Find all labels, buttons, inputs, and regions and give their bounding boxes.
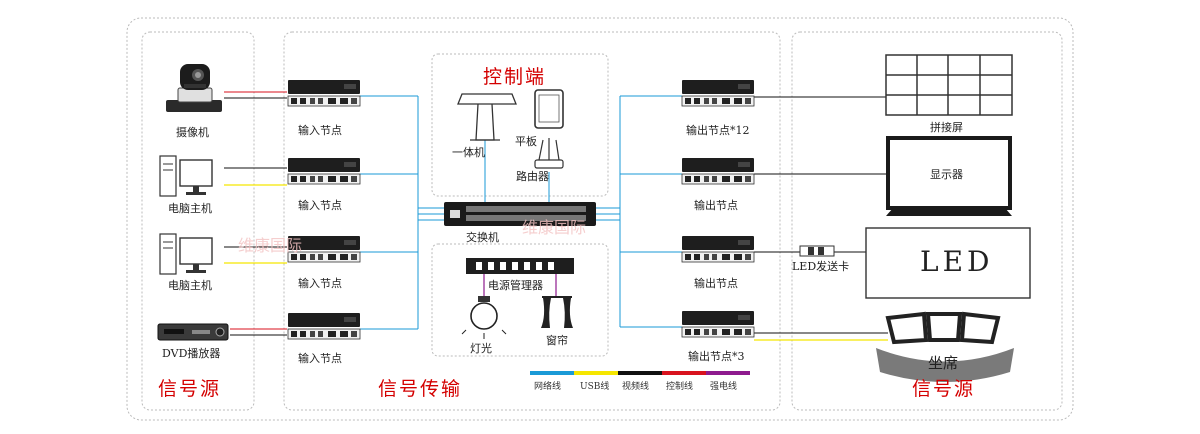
title-control: 控制端 <box>483 66 547 88</box>
pc-icon-2 <box>159 233 213 275</box>
label-switch: 交换机 <box>466 231 499 244</box>
label-led: LED <box>920 245 994 278</box>
seat-icon <box>876 311 1014 382</box>
label-pc-2: 电脑主机 <box>168 279 212 292</box>
panel-signal-transmission <box>283 31 781 411</box>
label-splice-screen: 拼接屏 <box>930 121 963 134</box>
legend-label-control: 控制线 <box>666 382 694 392</box>
label-input-node-2: 输入节点 <box>298 199 342 212</box>
label-output-node-4: 输出节点*3 <box>688 350 745 363</box>
power-manager-icon <box>466 258 574 274</box>
legend-swatch-usb <box>574 371 618 375</box>
label-light: 灯光 <box>470 342 492 355</box>
watermark-2: 维康国际 <box>522 218 587 237</box>
panel-power <box>431 243 609 357</box>
label-power-manager: 电源管理器 <box>488 279 543 292</box>
led-sender-card-icon <box>799 245 835 257</box>
label-all-in-one: 一体机 <box>452 146 485 159</box>
light-bulb-icon <box>461 296 507 339</box>
input-node-1 <box>287 79 361 107</box>
legend-label-network: 网络线 <box>534 382 562 392</box>
curtain-icon <box>541 296 573 328</box>
label-led-sender-card: LED发送卡 <box>792 260 850 273</box>
watermark-1: 维康国际 <box>238 236 303 255</box>
output-node-1 <box>681 79 755 107</box>
camera-icon <box>166 64 222 112</box>
source-cables <box>224 91 287 336</box>
label-input-node-1: 输入节点 <box>298 124 342 137</box>
dvd-player-icon <box>157 323 229 341</box>
power-wires <box>483 274 557 296</box>
label-monitor: 显示器 <box>930 168 963 181</box>
panel-control <box>431 53 609 197</box>
tablet-icon <box>534 89 564 129</box>
display-cables <box>754 96 888 341</box>
title-signal-source-left: 信号源 <box>158 378 222 400</box>
label-input-node-4: 输入节点 <box>298 352 342 365</box>
input-node-2 <box>287 157 361 185</box>
label-output-node-1: 输出节点*12 <box>686 124 750 137</box>
pc-icon-1 <box>159 155 213 197</box>
legend-label-video: 视频线 <box>622 382 650 392</box>
legend-label-usb: USB线 <box>580 382 610 392</box>
monitor-icon <box>886 136 1012 216</box>
led-wall-icon <box>865 227 1031 299</box>
label-input-node-3: 输入节点 <box>298 277 342 290</box>
output-node-2 <box>681 157 755 185</box>
title-signal-transmission: 信号传输 <box>378 378 463 400</box>
legend-swatch-video <box>618 371 662 375</box>
all-in-one-icon <box>457 93 517 141</box>
legend-bar <box>530 371 750 375</box>
legend-swatch-network <box>530 371 574 375</box>
switch-icon <box>444 202 596 226</box>
output-node-4 <box>681 310 755 338</box>
legend-swatch-control <box>662 371 706 375</box>
label-pc-1: 电脑主机 <box>168 202 212 215</box>
label-camera: 摄像机 <box>176 126 209 139</box>
label-output-node-3: 输出节点 <box>694 277 738 290</box>
label-seat: 坐席 <box>928 354 959 372</box>
label-output-node-2: 输出节点 <box>694 199 738 212</box>
output-node-3 <box>681 235 755 263</box>
panel-signal-source-left <box>141 31 255 411</box>
legend-swatch-power <box>706 371 750 375</box>
label-router: 路由器 <box>516 170 549 183</box>
router-icon <box>534 138 564 169</box>
network-lines-input <box>360 95 444 330</box>
label-tablet: 平板 <box>515 135 537 148</box>
panel-signal-source-right <box>791 31 1063 411</box>
label-curtain: 窗帘 <box>546 334 568 347</box>
title-signal-source-right: 信号源 <box>912 378 976 400</box>
input-node-4 <box>287 312 361 340</box>
legend-label-power: 强电线 <box>710 382 738 392</box>
splice-screen-icon <box>885 54 1013 116</box>
label-dvd: DVD播放器 <box>162 347 221 360</box>
network-lines-output <box>484 95 682 328</box>
